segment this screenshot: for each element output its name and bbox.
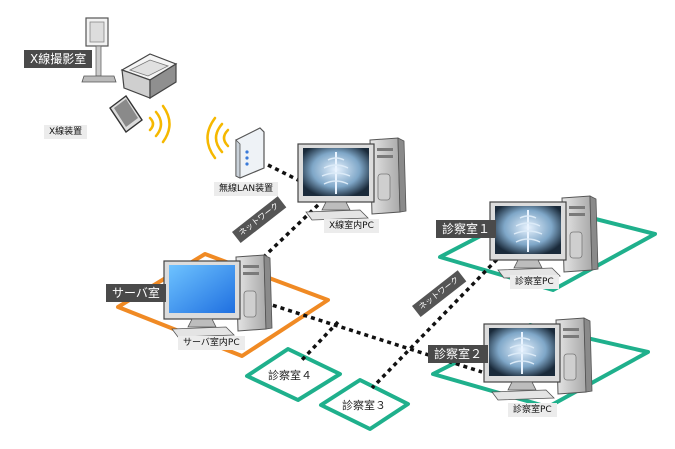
exam-room-1-pc-label: 診察室PC — [510, 275, 559, 289]
link-wireless-to-xraypc — [267, 163, 319, 192]
server-pc-icon — [163, 254, 273, 338]
wireless-lan-label: 無線LAN装置 — [214, 182, 279, 196]
xray-stand-icon — [81, 17, 117, 83]
xray-room-pc-label: X線室内PC — [324, 219, 379, 233]
exam-room-2-pc-icon — [483, 317, 593, 401]
xray-pc-icon — [297, 137, 407, 221]
link-exam1-to-exam3 — [370, 246, 510, 390]
server-room-pc-label: サーバ室内PC — [178, 336, 245, 350]
server-room-label: サーバ室 — [106, 284, 166, 302]
exam-room-2-pc-label: 診察室PC — [508, 403, 557, 417]
exam-room-2-label: 診察室２ — [428, 345, 489, 363]
xray-unit-icon — [120, 53, 178, 100]
link-to-exam4 — [298, 320, 340, 364]
wireless-wave-icon — [206, 116, 230, 160]
exam-room-1-label: 診察室１ — [436, 220, 497, 238]
exam-room-3-outline — [319, 378, 410, 431]
xray-device-label: X線装置 — [44, 125, 88, 139]
exam-room-1-pc-icon — [489, 195, 599, 279]
exam-room-3-label: 診察室３ — [342, 399, 386, 412]
xray-room-label: X線撮影室 — [24, 50, 93, 68]
exam-room-4-outline — [245, 347, 342, 402]
xray-device-wave-icon — [148, 104, 171, 144]
wireless-router-icon — [235, 127, 265, 179]
exam-room-4-label: 診察室４ — [268, 369, 312, 382]
detector-panel-icon — [109, 94, 143, 134]
